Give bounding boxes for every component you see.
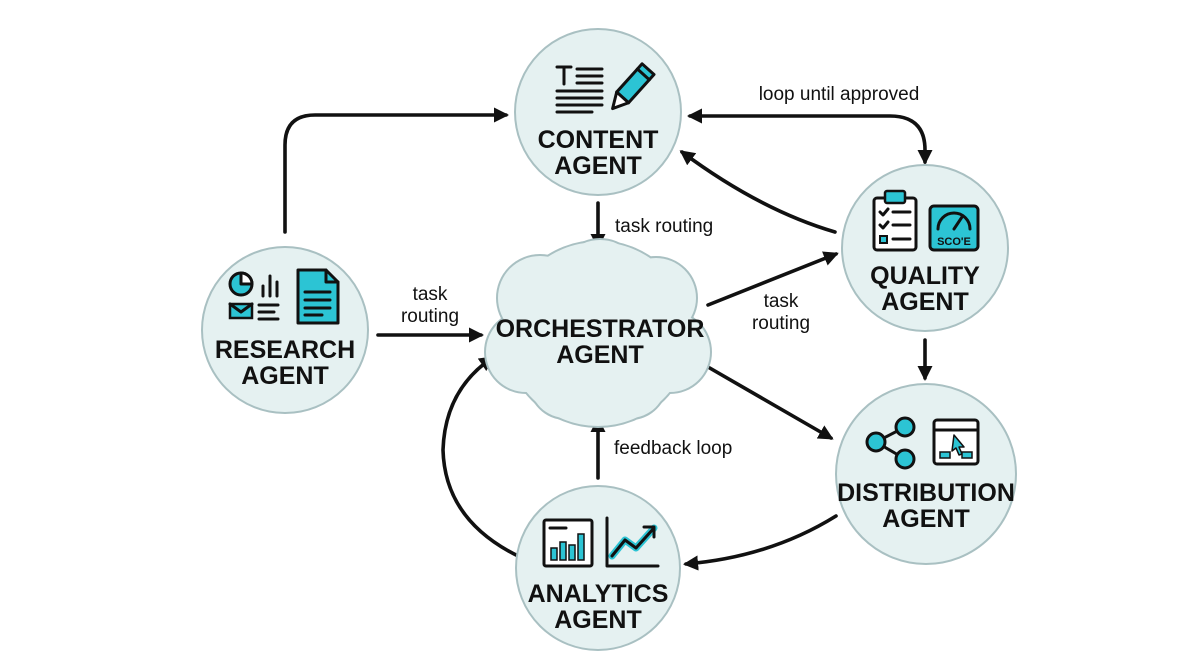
- edge-orchestrator-to-distribution: [706, 365, 834, 440]
- bar-chart-icon: [261, 274, 279, 298]
- analytics-agent-label-line2: AGENT: [554, 606, 642, 634]
- text-document-icon: [555, 65, 604, 114]
- document-icon: [296, 268, 340, 325]
- content-agent-label-line1: CONTENT: [538, 126, 659, 154]
- task-routing-label-research-line1: task: [413, 284, 448, 305]
- pie-chart-icon: [228, 271, 254, 297]
- feedback-loop-label: feedback loop: [614, 438, 732, 459]
- task-routing-label-research-line2: routing: [401, 306, 459, 327]
- edge-labels: loop until approved task routing task ro…: [401, 84, 919, 459]
- loop-until-approved-label: loop until approved: [759, 84, 920, 105]
- analytics-agent-node: ANALYTICS AGENT: [515, 485, 681, 651]
- pencil-icon: [611, 62, 656, 111]
- research-agent-label-line2: AGENT: [241, 362, 329, 390]
- distribution-agent-label-line1: DISTRIBUTION: [837, 479, 1015, 507]
- distribution-agent-node: DISTRIBUTION AGENT: [835, 383, 1017, 565]
- orchestrator-agent-label-line1: ORCHESTRATOR: [496, 315, 705, 343]
- bar-chart-report-icon: [542, 518, 594, 568]
- edges: [283, 107, 933, 571]
- research-agent-label-line1: RESEARCH: [215, 336, 355, 364]
- envelope-icon: [228, 302, 254, 320]
- task-routing-label-quality-line2: routing: [752, 313, 810, 334]
- orchestrator-agent-node: ORCHESTRATOR AGENT: [484, 238, 712, 428]
- content-agent-node: CONTENT AGENT: [514, 28, 682, 196]
- orchestrator-cloud-shape: [484, 238, 712, 428]
- edge-quality-to-content: [679, 150, 837, 234]
- research-agent-node: RESEARCH AGENT: [201, 246, 369, 414]
- distribution-agent-label-line2: AGENT: [882, 505, 970, 533]
- content-agent-label-line2: AGENT: [554, 152, 642, 180]
- edge-orchestrator-to-quality: [706, 251, 839, 307]
- quality-agent-label-line2: AGENT: [881, 288, 969, 316]
- orchestrator-agent-label-line2: AGENT: [556, 341, 644, 369]
- analytics-agent-label-line1: ANALYTICS: [528, 580, 669, 608]
- task-routing-label-content: task routing: [615, 216, 713, 237]
- quality-agent-label-line1: QUALITY: [870, 262, 980, 290]
- quality-agent-node: SCO'E QUALITY AGENT: [841, 164, 1009, 332]
- trend-line-icon: [605, 516, 660, 568]
- list-icon: [257, 303, 280, 321]
- edge-content-quality-loop: [686, 108, 933, 166]
- edge-analytics-to-orchestrator: [441, 356, 520, 558]
- edge-research-to-content: [283, 107, 510, 234]
- score-gauge-text: SCO'E: [937, 236, 971, 248]
- share-icon: [865, 416, 916, 470]
- edge-distribution-to-analytics: [682, 514, 838, 571]
- browser-window-icon: [932, 418, 980, 466]
- task-routing-label-quality-line1: task: [764, 291, 799, 312]
- clipboard-checklist-icon: [872, 189, 918, 252]
- score-gauge-icon: SCO'E: [928, 204, 980, 252]
